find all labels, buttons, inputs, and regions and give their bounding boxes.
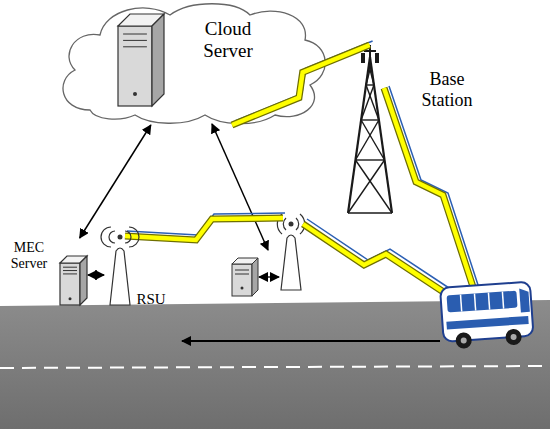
bus — [446, 316, 528, 330]
rsu-node: RSU — [104, 225, 170, 312]
rsu-icon — [125, 231, 131, 243]
node-label: Base Station — [411, 69, 483, 110]
mec-server-icon — [60, 263, 80, 305]
second-mec-server-icon — [235, 274, 249, 275]
node-label: MEC Server — [5, 240, 53, 272]
base-station-node: Base Station — [343, 45, 483, 215]
bus — [510, 334, 516, 340]
bus — [455, 332, 472, 349]
mec-server-node: MEC Server — [5, 238, 88, 308]
base-station-icon — [355, 159, 384, 160]
cloud-server-node: Cloud Server — [50, 0, 330, 125]
mec-server-icon — [63, 267, 77, 268]
wireless-link — [303, 224, 445, 293]
data-link-arrow — [80, 125, 151, 238]
base-station-icon — [361, 53, 365, 63]
base-station-icon — [361, 119, 379, 120]
mec-server-icon — [69, 297, 72, 300]
wireless-link — [384, 88, 474, 290]
data-link-arrow — [80, 125, 151, 238]
cloud-server-icon — [123, 34, 147, 35]
second-rsu-antenna — [296, 218, 299, 230]
bus — [519, 288, 530, 313]
second-rsu-antenna — [281, 235, 301, 290]
cloud-link-arrow — [212, 124, 268, 250]
base-station-icon — [361, 85, 374, 120]
bus — [461, 337, 467, 343]
wireless-link — [303, 224, 445, 293]
base-station-icon — [364, 50, 376, 52]
second-rsu-antenna — [283, 218, 286, 230]
mec-server-icon — [63, 270, 77, 271]
base-station-icon — [366, 84, 374, 85]
mec-server-icon — [63, 273, 77, 274]
data-link-arrow — [88, 274, 104, 276]
base-station-icon — [348, 160, 385, 213]
base-station-icon — [366, 65, 371, 85]
cloud-server-icon — [123, 46, 147, 47]
mec-server-icon — [80, 256, 87, 305]
base-station-icon — [348, 212, 392, 213]
bus — [502, 292, 503, 309]
rsu-icon — [110, 248, 130, 305]
cloud-server-icon — [50, 0, 330, 125]
bus — [505, 328, 522, 345]
base-station-icon — [355, 160, 392, 213]
second-mec-server-icon — [232, 258, 258, 296]
base-station-icon — [369, 65, 374, 85]
bus — [440, 282, 534, 350]
wireless-link — [125, 218, 283, 240]
bus — [474, 294, 475, 311]
rsu-icon — [118, 235, 123, 240]
wireless-link — [125, 218, 283, 240]
second-mec-server-icon — [235, 270, 249, 271]
cloud-server-icon — [118, 26, 152, 106]
cloud-server-icon — [133, 92, 137, 96]
rsu-icon — [129, 227, 139, 247]
link-arrow — [259, 276, 279, 277]
node-label: RSU — [132, 291, 170, 308]
bus — [461, 295, 462, 312]
second-mec-server-icon — [241, 287, 244, 290]
bus — [447, 291, 518, 313]
second-mec-server-icon — [252, 258, 258, 296]
lane-divider — [0, 366, 550, 368]
second-rsu-antenna — [289, 222, 294, 227]
wireless-link — [384, 88, 474, 290]
base-station-icon — [361, 120, 384, 160]
rsu-icon — [101, 227, 111, 247]
base-station-icon — [355, 120, 378, 160]
data-link-arrow — [88, 275, 104, 276]
second-mec-server-icon — [232, 264, 252, 296]
bus — [488, 293, 489, 310]
rsu-icon — [109, 231, 115, 243]
cloud-server-icon — [152, 14, 164, 106]
node-label: Cloud Server — [186, 18, 270, 62]
driving-direction-arrow — [182, 340, 440, 342]
cloud-server-icon — [123, 40, 147, 41]
second-rsu-antenna — [277, 214, 304, 290]
base-station-icon — [375, 53, 379, 63]
cloud-server-icon — [63, 4, 325, 124]
